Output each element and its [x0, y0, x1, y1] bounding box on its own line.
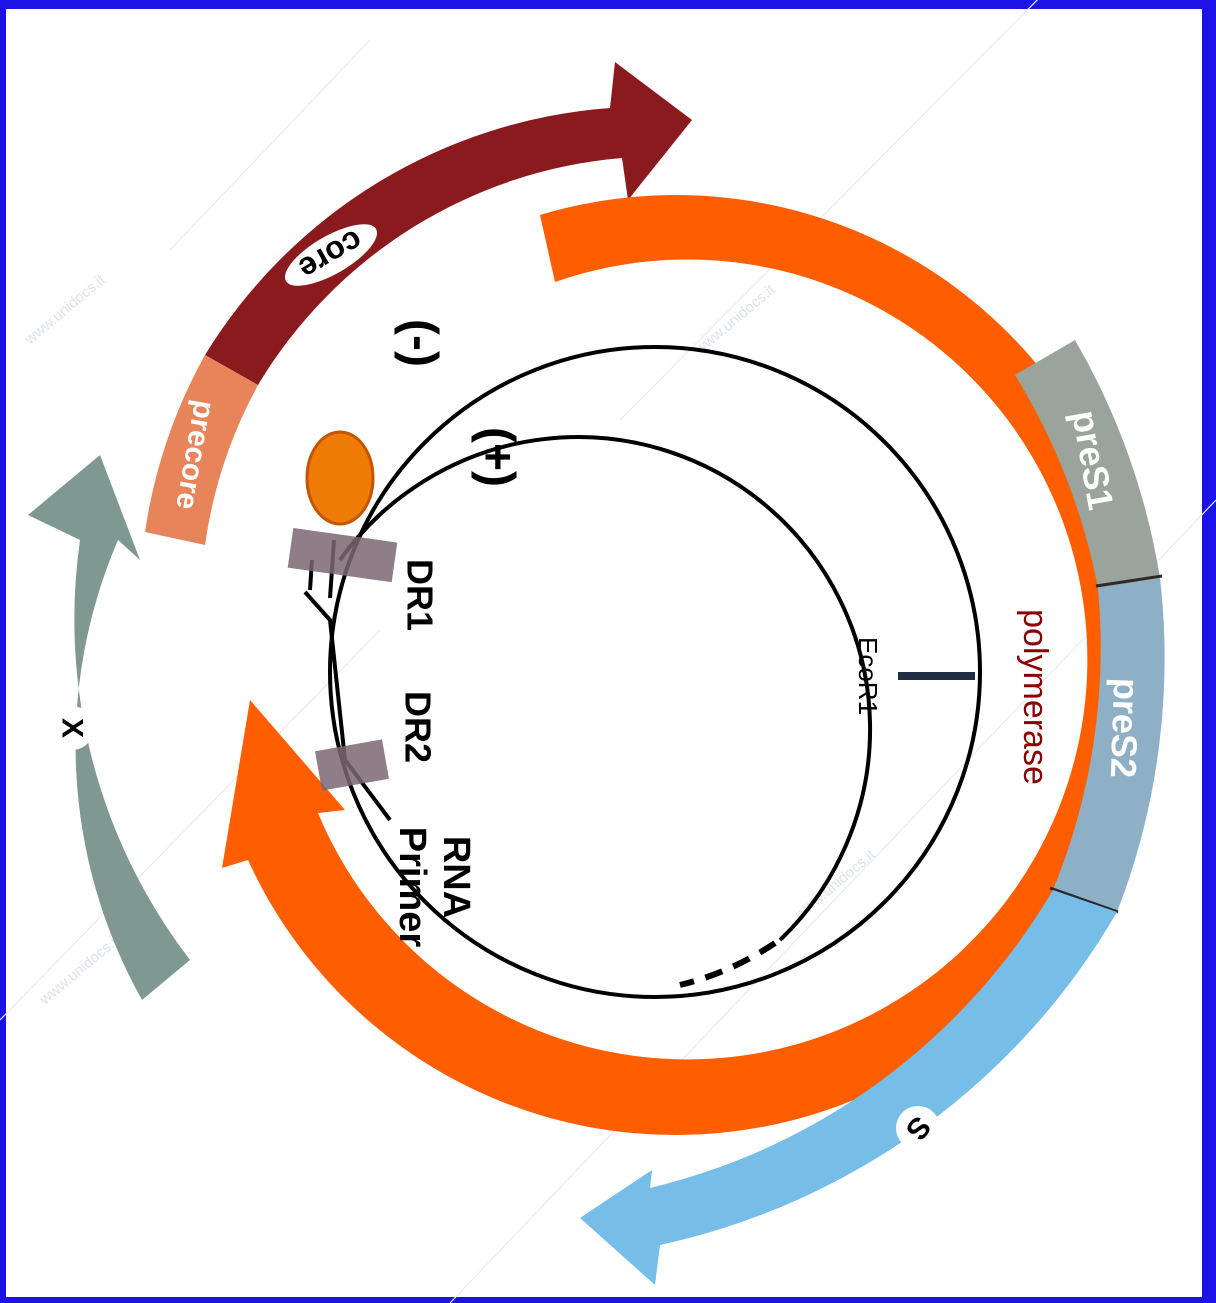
precore-gene-segment [145, 355, 258, 545]
s-label-badge [896, 1106, 940, 1150]
pres2-label: preS2 [1103, 677, 1147, 778]
gene-boundary [1095, 574, 1163, 588]
dr2-box [315, 739, 389, 791]
core-label-pill [284, 224, 378, 286]
plus-strand-label: (+) [471, 427, 524, 487]
x-gene-arrow [28, 455, 190, 1000]
plus-strand-gap [679, 940, 777, 988]
s-gene-arrow [580, 890, 1117, 1285]
polymerase-label: polymerase [1016, 609, 1054, 785]
ecor1-label: EcoR1 [853, 637, 883, 715]
plus-strand [338, 435, 873, 942]
core-gene-arrow [205, 62, 692, 385]
terminal-protein [305, 430, 375, 526]
dr2-label: DR2 [398, 691, 439, 763]
gene-boundary [1049, 886, 1119, 914]
rna-label: RNA [435, 836, 477, 918]
dr1-label: DR1 [400, 559, 441, 631]
watermark-text: www.unidocs.it [691, 281, 779, 359]
dr1-box [287, 527, 398, 583]
x-label: X [56, 718, 89, 738]
pres2-gene-segment [1053, 578, 1165, 912]
minus-strand-label: (-) [394, 319, 447, 367]
x-label-badge [50, 706, 94, 750]
watermark-text: www.unidocs.it [21, 271, 109, 349]
minus-strand [328, 345, 982, 999]
primer-label: Primer [391, 827, 433, 948]
pres1-gene-segment [1015, 340, 1160, 588]
